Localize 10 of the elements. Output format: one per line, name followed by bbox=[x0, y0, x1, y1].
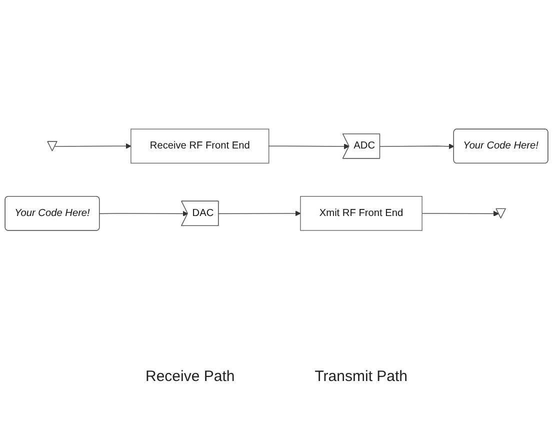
arrow bbox=[218, 210, 301, 216]
node-box: Receive RF Front End bbox=[130, 128, 270, 164]
path-caption: Receive Path bbox=[145, 368, 235, 385]
arrow bbox=[380, 144, 454, 150]
node-box: Xmit RF Front End bbox=[300, 196, 422, 231]
arrow bbox=[268, 144, 350, 150]
arrow bbox=[422, 211, 499, 217]
path-caption: Transmit Path bbox=[314, 368, 408, 385]
arrow bbox=[54, 144, 132, 150]
arrow bbox=[99, 211, 188, 217]
